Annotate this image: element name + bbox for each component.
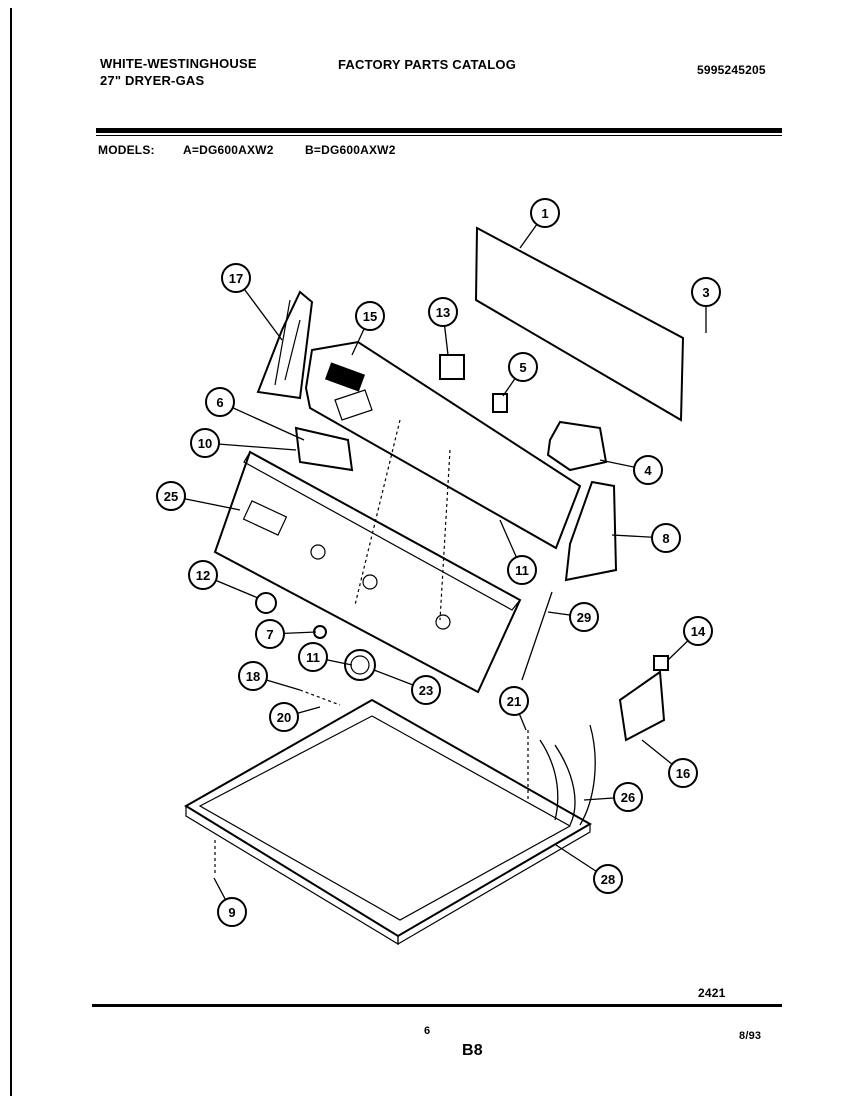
callout-14: 14 <box>683 616 713 646</box>
page-border <box>10 8 860 1096</box>
svg-text:11: 11 <box>306 650 320 665</box>
manufacturer-name: WHITE-WESTINGHOUSE <box>100 56 257 71</box>
drawing-number: 2421 <box>698 986 726 1000</box>
section-code: B8 <box>462 1042 483 1059</box>
svg-text:18: 18 <box>246 669 260 684</box>
callout-7: 7 <box>255 619 285 649</box>
model-line: 27" DRYER-GAS <box>100 73 205 88</box>
callout-10: 10 <box>190 428 220 458</box>
callout-28: 28 <box>593 864 623 894</box>
svg-text:9: 9 <box>228 905 235 920</box>
svg-text:7: 7 <box>266 627 273 642</box>
svg-text:8: 8 <box>662 531 669 546</box>
svg-text:6: 6 <box>216 395 223 410</box>
callout-1: 1 <box>530 198 560 228</box>
callout-18: 18 <box>238 661 268 691</box>
svg-text:20: 20 <box>277 710 291 725</box>
svg-text:26: 26 <box>621 790 635 805</box>
part-igniter <box>618 670 666 742</box>
svg-text:15: 15 <box>363 309 377 324</box>
part-switch <box>439 354 465 380</box>
part-top <box>184 698 593 938</box>
svg-text:29: 29 <box>577 610 591 625</box>
callout-21: 21 <box>499 686 529 716</box>
footer-rule <box>92 1004 782 1007</box>
date-code: 8/93 <box>739 1030 762 1042</box>
catalog-number: 5995245205 <box>697 63 766 77</box>
callout-26: 26 <box>613 782 643 812</box>
part-knob-12 <box>255 592 277 614</box>
part-timer <box>546 420 608 472</box>
callout-13: 13 <box>428 297 458 327</box>
callout-4: 4 <box>633 455 663 485</box>
svg-text:16: 16 <box>676 766 690 781</box>
part-right-bracket <box>564 480 618 582</box>
part-small-switch <box>492 393 508 413</box>
svg-text:3: 3 <box>702 285 709 300</box>
callout-15: 15 <box>355 301 385 331</box>
svg-text:11: 11 <box>515 563 529 578</box>
callout-3: 3 <box>691 277 721 307</box>
svg-text:4: 4 <box>644 463 652 478</box>
header-rule-thin <box>96 135 782 136</box>
svg-text:25: 25 <box>164 489 178 504</box>
callout-17: 17 <box>221 263 251 293</box>
callout-11b: 11 <box>298 642 328 672</box>
svg-text:21: 21 <box>507 694 521 709</box>
callout-25: 25 <box>156 481 186 511</box>
callout-29: 29 <box>569 602 599 632</box>
svg-text:13: 13 <box>436 305 450 320</box>
callout-5: 5 <box>508 352 538 382</box>
part-rear-panel <box>474 226 685 422</box>
callout-20: 20 <box>269 702 299 732</box>
part-selector-switch <box>294 426 354 472</box>
model-a: A=DG600AXW2 <box>183 143 274 157</box>
callout-6: 6 <box>205 387 235 417</box>
svg-text:10: 10 <box>198 436 212 451</box>
svg-text:1: 1 <box>541 206 548 221</box>
callout-16: 16 <box>668 758 698 788</box>
svg-text:14: 14 <box>691 624 706 639</box>
svg-text:28: 28 <box>601 872 615 887</box>
svg-text:5: 5 <box>519 360 526 375</box>
page-number: 6 <box>424 1025 431 1037</box>
svg-text:12: 12 <box>196 568 210 583</box>
callout-8: 8 <box>651 523 681 553</box>
part-knob-23 <box>344 649 376 681</box>
models-label: MODELS: <box>98 143 155 157</box>
callout-11a: 11 <box>507 555 537 585</box>
svg-text:23: 23 <box>419 683 433 698</box>
callout-9: 9 <box>217 897 247 927</box>
callout-23: 23 <box>411 675 441 705</box>
header-rule <box>96 128 782 133</box>
model-b: B=DG600AXW2 <box>305 143 396 157</box>
callout-12: 12 <box>188 560 218 590</box>
catalog-title: FACTORY PARTS CATALOG <box>338 57 517 72</box>
part-left-bracket <box>256 290 314 400</box>
svg-text:17: 17 <box>229 271 243 286</box>
